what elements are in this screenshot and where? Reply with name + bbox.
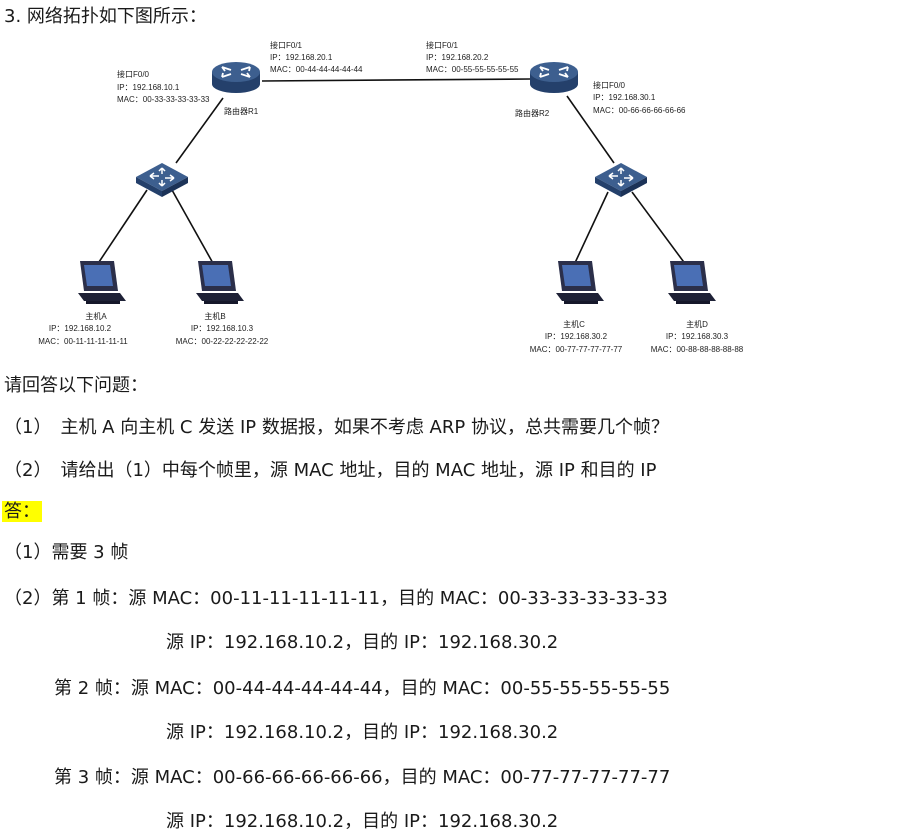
link-r2-switch2 xyxy=(566,95,615,164)
host-b-computer-icon xyxy=(196,261,244,304)
answer-2-frame-2-ip: 源 IP：192.168.10.2，目的 IP：192.168.30.2 xyxy=(166,722,559,743)
answer-highlight: 答： xyxy=(2,501,42,522)
r2-f00-ip-label: IP：192.168.30.1 xyxy=(593,93,656,102)
switch-2-icon xyxy=(595,163,647,197)
question-heading: 3. 网络拓扑如下图所示： xyxy=(4,6,207,27)
host-a-mac-label: MAC：00-11-11-11-11-11 xyxy=(38,337,128,346)
r2-f00-interface-label: 接口F0/0 xyxy=(593,80,626,90)
answer-2-frame-1-ip: 源 IP：192.168.10.2，目的 IP：192.168.30.2 xyxy=(166,632,559,653)
router-r2-label: 路由器R2 xyxy=(515,108,550,118)
r1-f00-mac-label: MAC：00-33-33-33-33-33 xyxy=(117,95,210,104)
link-r1-switch1 xyxy=(175,97,224,164)
host-a-computer-icon xyxy=(78,261,126,304)
router-r1-icon xyxy=(212,62,260,93)
host-c-ip-label: IP：192.168.30.2 xyxy=(545,332,608,341)
r2-f01-mac-label: MAC：00-55-55-55-55-55 xyxy=(426,65,519,74)
switch-1-icon xyxy=(136,163,188,197)
host-d-mac-label: MAC：00-88-88-88-88-88 xyxy=(651,345,744,354)
r1-f01-mac-label: MAC：00-44-44-44-44-44 xyxy=(270,65,363,74)
host-c-computer-icon xyxy=(556,261,604,304)
answer-1: （1）需要 3 帧 xyxy=(4,542,129,563)
host-a-ip-label: IP：192.168.10.2 xyxy=(49,324,112,333)
network-links xyxy=(96,78,687,266)
link-r1-r2 xyxy=(261,78,531,82)
host-d-name-label: 主机D xyxy=(686,319,708,329)
r1-f01-interface-label: 接口F0/1 xyxy=(270,40,303,50)
prompt-text: 请回答以下问题： xyxy=(4,375,148,396)
router-r1-label: 路由器R1 xyxy=(224,106,259,116)
host-b-name-label: 主机B xyxy=(204,311,225,321)
answer-label: 答： xyxy=(2,500,42,524)
r1-f01-ip-label: IP：192.168.20.1 xyxy=(270,53,333,62)
link-switch1-hostb xyxy=(171,189,215,266)
network-topology-diagram: 接口F0/1 IP：192.168.20.1 MAC：00-44-44-44-4… xyxy=(38,40,744,354)
r2-f00-mac-label: MAC：00-66-66-66-66-66 xyxy=(593,106,686,115)
answer-2-frame-2-mac: 第 2 帧：源 MAC：00-44-44-44-44-44，目的 MAC：00-… xyxy=(54,678,671,699)
link-switch2-hostd xyxy=(631,191,687,266)
host-c-mac-label: MAC：00-77-77-77-77-77 xyxy=(530,345,623,354)
host-d-computer-icon xyxy=(668,261,716,304)
host-b-mac-label: MAC：00-22-22-22-22-22 xyxy=(176,337,269,346)
answer-2-frame-3-mac: 第 3 帧：源 MAC：00-66-66-66-66-66，目的 MAC：00-… xyxy=(54,767,671,788)
r1-f00-ip-label: IP：192.168.10.1 xyxy=(117,83,180,92)
answer-2-frame-1-mac: （2）第 1 帧：源 MAC：00-11-11-11-11-11，目的 MAC：… xyxy=(4,588,668,609)
r2-f01-interface-label: 接口F0/1 xyxy=(426,40,459,50)
link-switch1-hosta xyxy=(96,189,148,266)
question-2: （2） 请给出（1）中每个帧里，源 MAC 地址，目的 MAC 地址，源 IP … xyxy=(4,460,657,481)
answer-2-frame-3-ip: 源 IP：192.168.10.2，目的 IP：192.168.30.2 xyxy=(166,811,559,832)
r2-f01-ip-label: IP：192.168.20.2 xyxy=(426,53,489,62)
link-switch2-hostc xyxy=(573,191,609,266)
host-c-name-label: 主机C xyxy=(563,319,585,329)
question-1: （1） 主机 A 向主机 C 发送 IP 数据报，如果不考虑 ARP 协议，总共… xyxy=(4,417,669,438)
r1-f00-interface-label: 接口F0/0 xyxy=(117,69,150,79)
router-r2-icon xyxy=(530,62,578,93)
host-d-ip-label: IP：192.168.30.3 xyxy=(666,332,729,341)
host-a-name-label: 主机A xyxy=(85,311,107,321)
host-b-ip-label: IP：192.168.10.3 xyxy=(191,324,254,333)
